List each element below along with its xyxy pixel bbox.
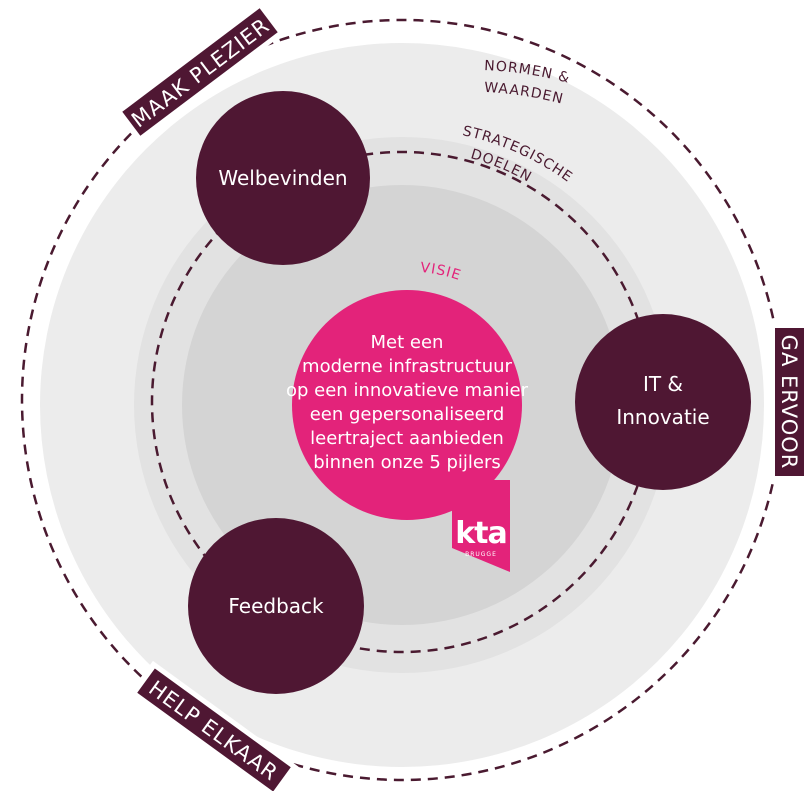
logo-city: BRUGGE bbox=[465, 551, 497, 558]
vision-line-5: leertraject aanbieden bbox=[310, 428, 504, 449]
pillar-it-innovatie: IT & Innovatie bbox=[575, 314, 751, 490]
pillar-welbevinden: Welbevinden bbox=[196, 91, 370, 265]
tag-ga-ervoor: GA ERVOOR bbox=[770, 322, 804, 482]
pillar-it-label-line1: IT & bbox=[643, 372, 683, 396]
vision-line-3: op een innovatieve manier bbox=[286, 380, 529, 401]
vision-line-4: een gepersonaliseerd bbox=[310, 404, 505, 425]
vision-line-1: Met een bbox=[371, 332, 444, 353]
logo-wordmark: kta bbox=[455, 516, 507, 551]
pillar-welbevinden-label: Welbevinden bbox=[218, 166, 347, 190]
pillar-feedback: Feedback bbox=[188, 518, 364, 694]
vision-line-2: moderne infrastructuur bbox=[302, 356, 513, 377]
tag-ga-ervoor-text: GA ERVOOR bbox=[777, 335, 801, 470]
pillar-it-label-line2: Innovatie bbox=[616, 405, 709, 429]
vision-line-6: binnen onze 5 pijlers bbox=[313, 452, 501, 473]
vision-bubble: Met een moderne infrastructuur op een in… bbox=[286, 290, 529, 572]
pillar-feedback-label: Feedback bbox=[228, 594, 324, 618]
kta-logo: kta BRUGGE bbox=[455, 516, 508, 558]
